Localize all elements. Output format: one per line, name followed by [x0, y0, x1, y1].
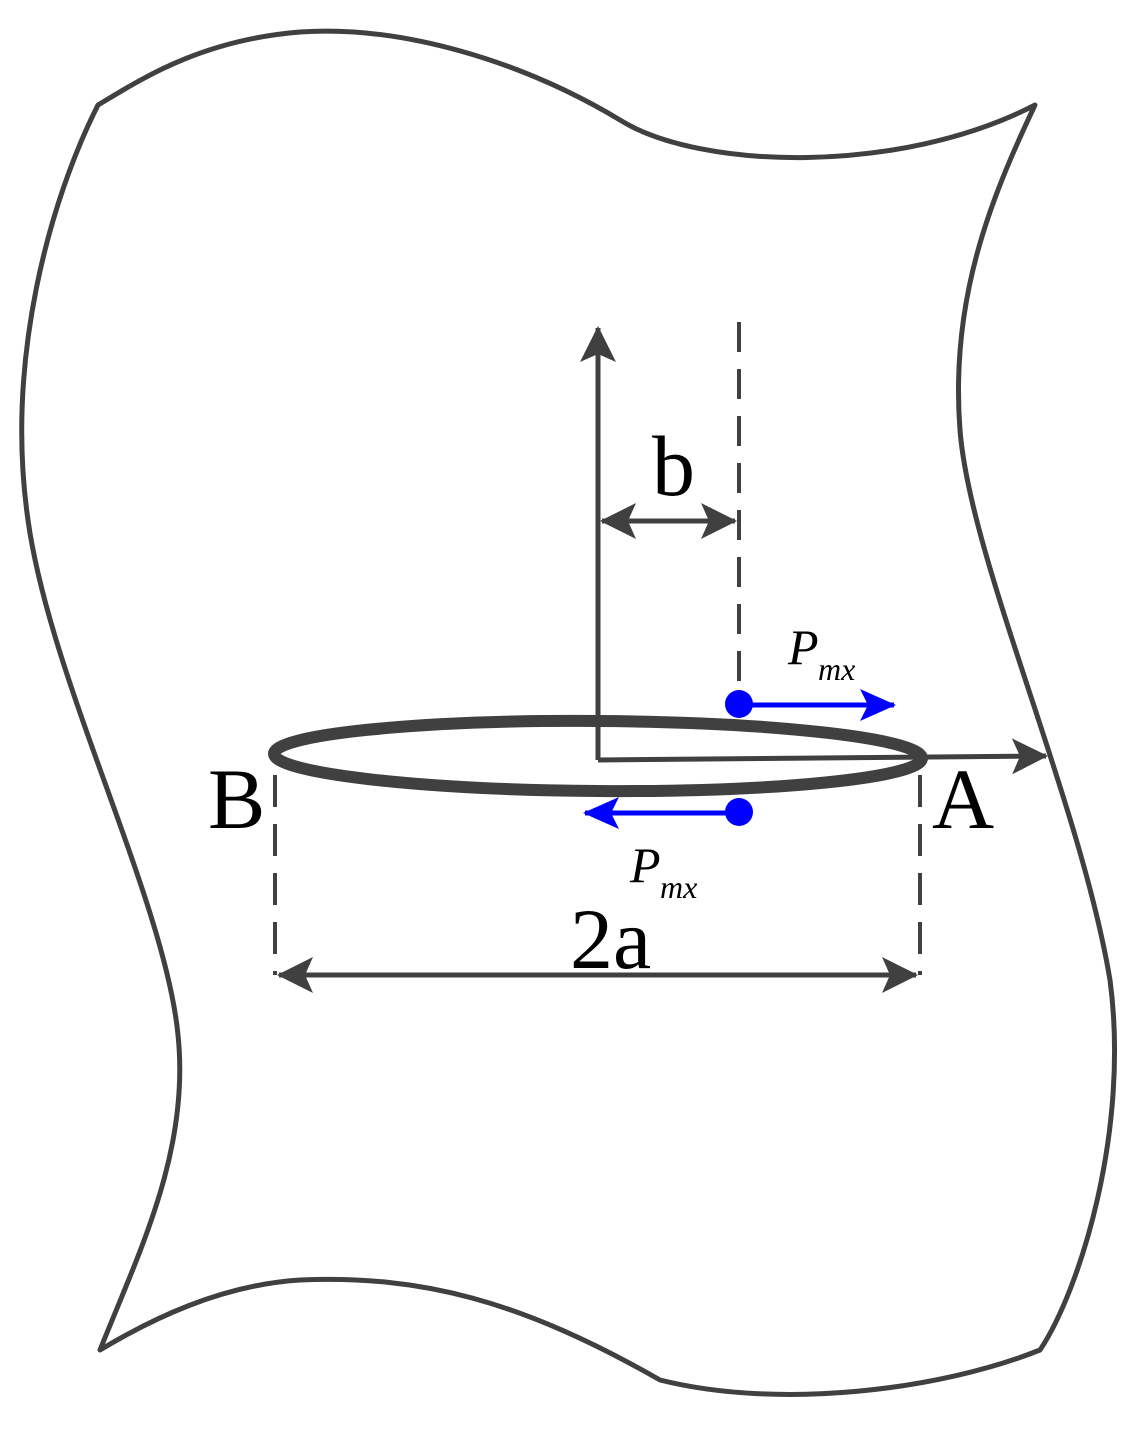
point-a-label: A — [932, 751, 994, 847]
crack-ellipse — [268, 714, 928, 798]
load-label-bottom: P — [629, 837, 661, 893]
plate-outline — [19, 28, 1118, 1397]
point-b-label: B — [208, 751, 265, 847]
load-label-bottom-subscript: mx — [660, 869, 697, 905]
load-label-top: P — [787, 619, 819, 675]
2a-label: 2a — [570, 891, 651, 987]
b-label: b — [652, 418, 695, 514]
load-label-top-subscript: mx — [818, 651, 855, 687]
x-axis — [597, 738, 1048, 775]
